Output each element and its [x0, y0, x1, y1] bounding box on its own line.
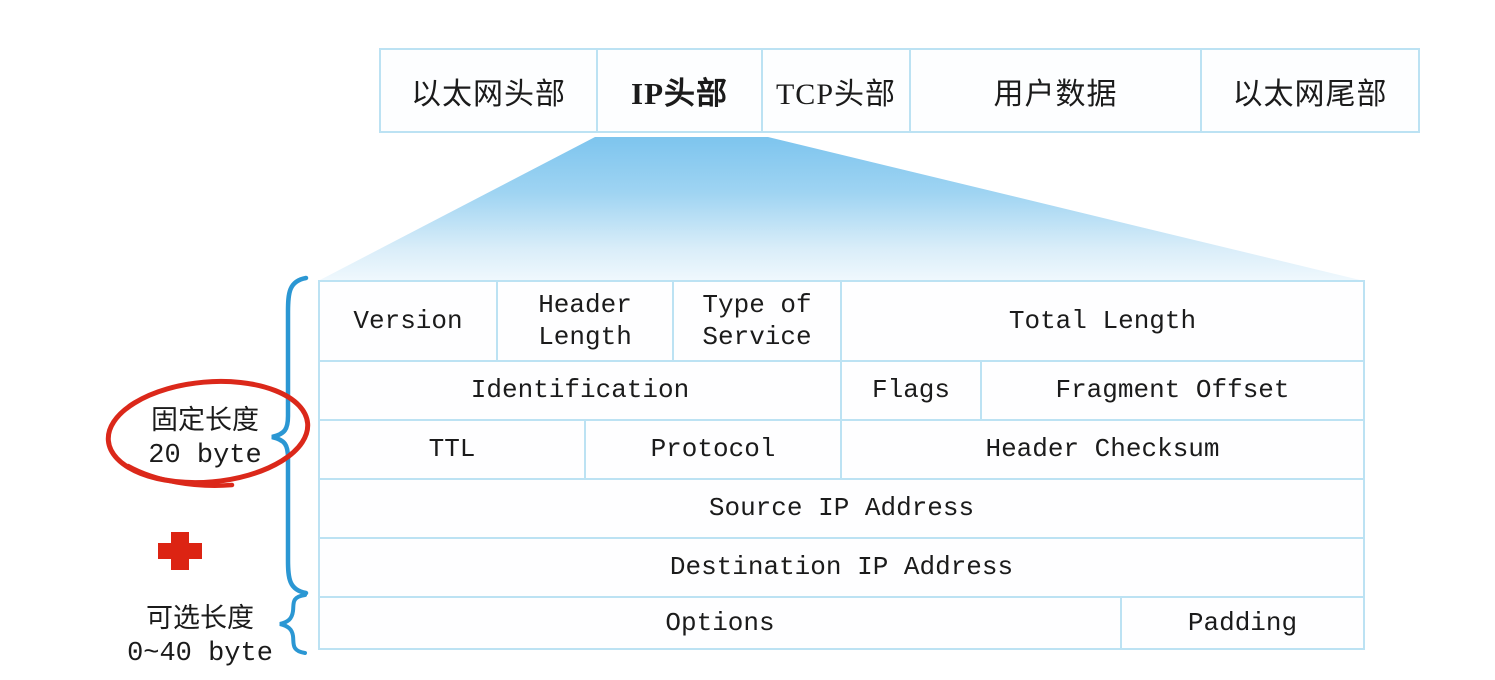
funnel-highlight-shape [320, 137, 1360, 280]
frame-cell-label: IP头部 [631, 76, 728, 111]
frame-cell-user-data: 用户数据 [911, 50, 1202, 131]
field-options: Options [320, 598, 1122, 648]
table-row: Options Padding [320, 598, 1363, 648]
fixed-length-text: 固定长度 [151, 405, 259, 435]
optional-length-value: 0~40 byte [127, 639, 273, 669]
table-row: Destination IP Address [320, 539, 1363, 598]
field-source-ip-address: Source IP Address [708, 493, 975, 524]
frame-cell-ip-header: IP头部 [598, 50, 763, 131]
field-flags: Flags [842, 362, 982, 419]
frame-cell-label: 用户数据 [993, 77, 1118, 111]
field-total-length: Total Length [1008, 305, 1197, 336]
frame-cell-label: 以太网头部 [411, 77, 566, 111]
frame-cell-label: 以太网尾部 [1232, 77, 1388, 111]
table-row: Source IP Address [320, 480, 1363, 539]
field-padding: Padding [1187, 607, 1298, 638]
field-version: Version [320, 282, 498, 360]
fixed-length-annotation: 固定长度 20 byte [95, 402, 315, 474]
field-protocol: Protocol [586, 421, 842, 478]
frame-cell-tcp-header: TCP头部 [763, 50, 911, 131]
field-fragment-offset: Fragment Offset [1055, 375, 1290, 406]
table-row: Identification Flags Fragment Offset [320, 362, 1363, 421]
frame-cell-label: TCP头部 [775, 77, 897, 111]
frame-cell-ethernet-header: 以太网头部 [381, 50, 598, 131]
optional-length-text: 可选长度 [146, 603, 254, 633]
red-plus-icon [158, 532, 202, 570]
table-row: Version Header Length Type of Service To… [320, 282, 1363, 362]
field-header-length: Header Length [498, 282, 674, 360]
field-header-checksum: Header Checksum [985, 434, 1220, 465]
field-identification: Identification [320, 362, 842, 419]
fixed-length-value: 20 byte [148, 441, 262, 471]
field-destination-ip-address: Destination IP Address [669, 552, 1014, 583]
optional-length-annotation: 可选长度 0~40 byte [90, 600, 310, 672]
ip-header-field-table: Version Header Length Type of Service To… [318, 280, 1365, 650]
field-type-of-service: Type of Service [674, 282, 842, 360]
table-row: TTL Protocol Header Checksum [320, 421, 1363, 480]
ethernet-frame-row: 以太网头部 IP头部 TCP头部 用户数据 以太网尾部 [379, 48, 1420, 133]
frame-cell-ethernet-trailer: 以太网尾部 [1202, 50, 1418, 131]
field-ttl: TTL [320, 421, 586, 478]
